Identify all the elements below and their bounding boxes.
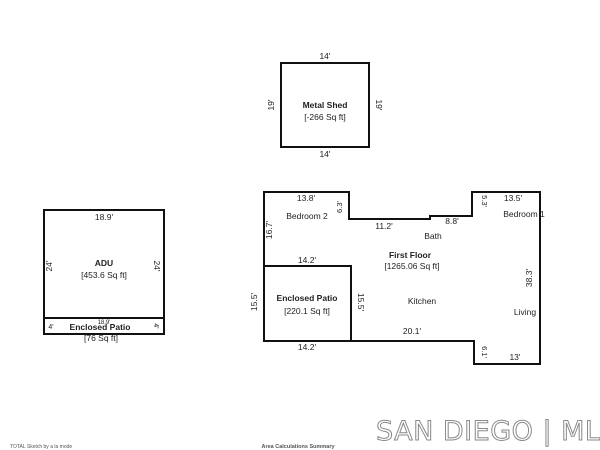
patio-area: [220.1 Sq ft] (284, 306, 330, 316)
bottom-right-dimension: 13' (509, 352, 520, 362)
adu-outline (43, 209, 165, 335)
first-floor-area: [1265.06 Sq ft] (384, 261, 439, 271)
kitchen-bottom-dimension: 20.1' (403, 326, 422, 336)
patio-left-dimension: 15.5' (249, 293, 259, 312)
bedroom2-right-dimension: 6.3' (335, 201, 344, 213)
shed-bottom-dimension: 14' (319, 149, 330, 159)
adu-patio-area: [76 Sq ft] (84, 333, 118, 343)
adu: 18.9' 24' 24' ADU [453.6 Sq ft] 18.9' En… (43, 209, 165, 343)
bottom-step-dimension: 6.1' (480, 346, 489, 358)
first-floor-title: First Floor (389, 250, 432, 260)
footer-summary-title: Area Calculations Summary (261, 444, 335, 450)
shed-title: Metal Shed (303, 100, 348, 110)
footer-sketch-credit: TOTAL Sketch by a la mode (10, 444, 72, 450)
shed-area: [-266 Sq ft] (304, 112, 346, 122)
patio-top-dimension: 14.2' (298, 255, 317, 265)
shed-right-dimension: 19' (374, 99, 384, 110)
adu-title: ADU (95, 258, 113, 268)
adu-patio-right-dimension: 4' (152, 323, 159, 328)
first-floor-patio-outline (263, 265, 352, 342)
shed-top-dimension: 14' (319, 51, 330, 61)
adu-top-dimension: 18.9' (95, 212, 114, 222)
patio-right-dimension: 15.5' (356, 293, 366, 312)
right-side-dimension: 38.3' (524, 269, 534, 288)
room-kitchen: Kitchen (408, 296, 437, 306)
adu-right-dimension: 24' (152, 260, 162, 271)
room-bedroom-2: Bedroom 2 (286, 211, 328, 221)
room-living: Living (514, 307, 536, 317)
adu-area: [453.6 Sq ft] (81, 270, 127, 280)
notch-bottom-dimension: 11.2' (375, 221, 393, 231)
bedroom2-top-dimension: 13.8' (297, 193, 316, 203)
bedroom1-left-dimension: 5.3' (480, 195, 489, 207)
metal-shed: 14' 14' 19' 19' Metal Shed [-266 Sq ft] (266, 51, 384, 159)
patio-bottom-dimension: 14.2' (298, 342, 317, 352)
room-bedroom-1: Bedroom 1 (503, 209, 545, 219)
adu-patio-left-dimension: 4' (48, 324, 53, 331)
mls-watermark: SAN DIEGO | MLS (376, 416, 600, 447)
notch-small-dimension: 8.8' (445, 216, 459, 226)
metal-shed-outline (280, 62, 370, 148)
first-floor: 13.8' 6.3' 16.7' 11.2' 8.8' 5.3' 13.5' 3… (249, 191, 545, 365)
bedroom1-top-dimension: 13.5' (504, 193, 523, 203)
first-floor-outline (263, 191, 541, 365)
adu-patio-top-dimension: 18.9' (98, 320, 111, 326)
patio-title: Enclosed Patio (277, 293, 338, 303)
room-bath: Bath (424, 231, 442, 241)
adu-patio-title: Enclosed Patio (70, 322, 131, 332)
adu-left-dimension: 24' (44, 260, 54, 271)
shed-left-dimension: 19' (266, 99, 276, 110)
left-upper-dimension: 16.7' (264, 221, 274, 240)
